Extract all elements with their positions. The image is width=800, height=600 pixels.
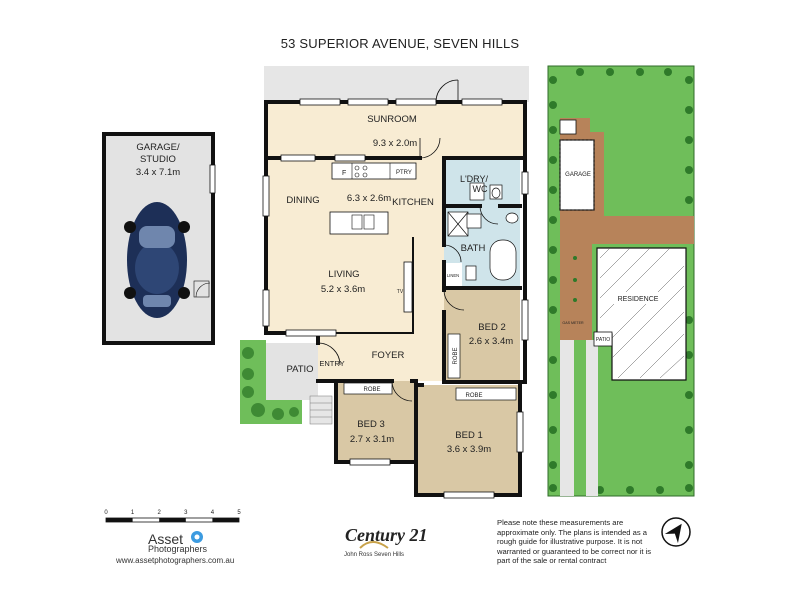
fridge-label: F bbox=[342, 170, 346, 177]
bed2-robe-label: ROBE bbox=[453, 347, 459, 364]
camera-logo-icon bbox=[191, 531, 203, 543]
bed1-robe-label: ROBE bbox=[465, 393, 482, 399]
dining-label: DINING bbox=[286, 195, 319, 206]
page-title: 53 SUPERIOR AVENUE, SEVEN HILLS bbox=[280, 36, 520, 51]
foyer-label: FOYER bbox=[372, 350, 405, 361]
patio-planting bbox=[240, 340, 333, 425]
agency-office: John Ross Seven Hills bbox=[344, 552, 405, 558]
site-garage-label: GARAGE bbox=[565, 172, 591, 178]
bed2-label: BED 2 bbox=[478, 322, 505, 333]
kitchen-dims: 6.3 x 2.6m bbox=[347, 193, 391, 204]
site-plan: GARAGE RESIDENCE PATIO GAS METER bbox=[547, 65, 695, 497]
windows bbox=[262, 98, 529, 499]
asset-brand-name: Asset bbox=[148, 531, 184, 547]
site-residence-label: RESIDENCE bbox=[618, 296, 659, 303]
laundry-label-1: L'DRY/ bbox=[460, 174, 489, 184]
scale-tick-2: 2 bbox=[158, 510, 162, 516]
century21-emblem-icon bbox=[359, 541, 389, 549]
scale-tick-4: 4 bbox=[211, 510, 215, 516]
scale-tick-3: 3 bbox=[184, 510, 188, 516]
agency-name: Century 21 bbox=[345, 525, 428, 545]
garage-studio: GARAGE/ STUDIO 3.4 x 7.1m bbox=[102, 132, 216, 345]
garage-dims: 3.4 x 7.1m bbox=[136, 167, 180, 178]
wet-area-fixtures bbox=[447, 182, 519, 281]
scale-tick-1: 1 bbox=[131, 510, 135, 516]
garage-label-2: STUDIO bbox=[140, 154, 176, 165]
laundry-label-2: WC bbox=[473, 184, 488, 194]
kitchen-fixtures bbox=[329, 162, 417, 313]
garage-label-1: GARAGE/ bbox=[136, 142, 180, 153]
patio-label: PATIO bbox=[286, 364, 313, 375]
scale-tick-0: 0 bbox=[104, 510, 108, 516]
site-gate-label: GAS METER bbox=[562, 321, 584, 325]
bed3-dims: 2.7 x 3.1m bbox=[350, 434, 394, 445]
asset-brand-sub: Photographers bbox=[148, 544, 208, 554]
bed1-label: BED 1 bbox=[455, 430, 482, 441]
doors bbox=[317, 79, 499, 402]
scale-tick-5: 5 bbox=[237, 510, 241, 516]
site-patio-label: PATIO bbox=[596, 337, 610, 343]
bed1-dims: 3.6 x 3.9m bbox=[447, 444, 491, 455]
living-dims: 5.2 x 3.6m bbox=[321, 284, 365, 295]
bed2-dims: 2.6 x 3.4m bbox=[469, 336, 513, 347]
asset-brand-url: www.assetphotographers.com.au bbox=[116, 556, 235, 565]
north-arrow-icon bbox=[661, 517, 691, 547]
kitchen-label: KITCHEN bbox=[392, 197, 434, 208]
entry-label: ENTRY bbox=[319, 359, 344, 368]
pantry-label: PTRY bbox=[396, 170, 412, 176]
tv-label: TV bbox=[397, 289, 404, 295]
car-icon bbox=[124, 202, 190, 318]
sunroom-dims: 9.3 x 2.0m bbox=[373, 138, 417, 149]
sunroom-label: SUNROOM bbox=[367, 114, 417, 125]
house-floors bbox=[264, 66, 529, 495]
linen-label: LINEN bbox=[447, 273, 459, 278]
bed3-robe-label: ROBE bbox=[363, 387, 380, 393]
robes bbox=[343, 333, 517, 401]
scale-bar: 0 1 2 3 4 5 bbox=[104, 510, 241, 523]
living-label: LIVING bbox=[328, 269, 359, 280]
disclaimer-text: Please note these measurements are appro… bbox=[497, 518, 652, 566]
bed3-label: BED 3 bbox=[357, 419, 384, 430]
room-labels: SUNROOM 9.3 x 2.0m F PTRY DINING 6.3 x 2… bbox=[286, 114, 513, 455]
bath-label: BATH bbox=[461, 243, 486, 254]
